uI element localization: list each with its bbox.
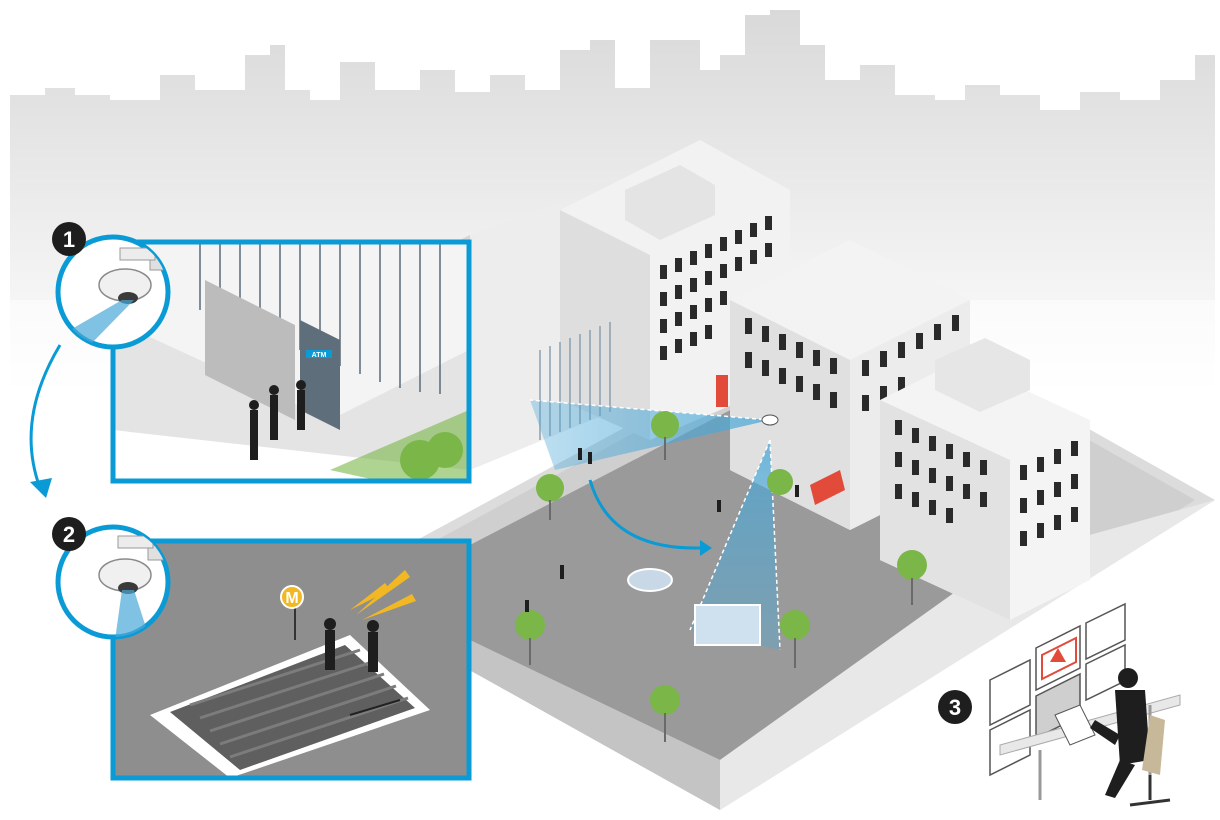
altercation-people [324, 618, 379, 672]
plaza-details [515, 411, 927, 742]
dome-camera-icon [761, 414, 779, 426]
warning-icon [1050, 648, 1066, 662]
inset-atm-view: ATM [110, 239, 472, 484]
operator-workstation [989, 602, 1181, 807]
badge-1: 1 [52, 222, 86, 256]
inset-1-frame [110, 239, 472, 484]
handoff-arrow [29, 344, 62, 489]
badge-3-label: 3 [949, 695, 961, 720]
operator-head [1118, 668, 1138, 688]
atm-sign-icon: ATM [312, 352, 327, 359]
metro-entrance [694, 604, 761, 646]
camera-beam-metro [690, 440, 780, 650]
office-chair [1142, 715, 1165, 775]
metro-sign-icon [280, 585, 304, 609]
store-sign [716, 375, 728, 407]
badge-2: 2 [52, 517, 86, 551]
trees [515, 411, 927, 715]
camera-2-callout [55, 524, 171, 640]
inset-metro-view: M [110, 538, 472, 781]
tracking-arrow [588, 479, 701, 550]
inset-2-frame [110, 538, 472, 781]
atm-people [249, 380, 306, 460]
alert-rays [350, 570, 416, 620]
atm-machine [300, 320, 340, 430]
fountain [627, 568, 673, 592]
badge-3: 3 [938, 690, 972, 724]
awning [810, 470, 845, 505]
pedestrians [525, 448, 799, 612]
metro-sign-text: M [285, 590, 298, 607]
badge-2-label: 2 [63, 522, 75, 547]
badge-1-label: 1 [63, 227, 75, 252]
building-windows [660, 216, 772, 360]
